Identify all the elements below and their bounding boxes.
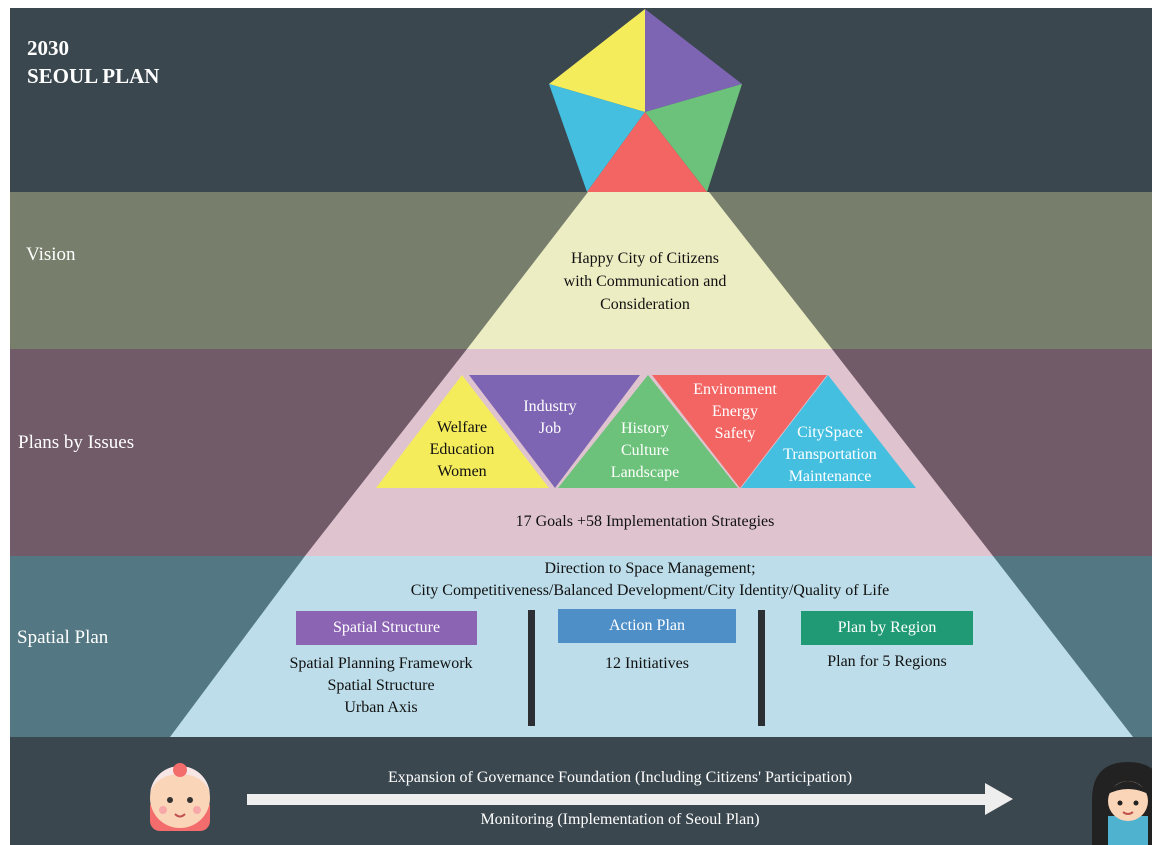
history-line: History (621, 420, 669, 437)
structure-item: Urban Axis (344, 699, 418, 716)
spatial-direction: Direction to Space Management; City Comp… (330, 558, 970, 602)
direction-line: Direction to Space Management; (544, 560, 756, 577)
column-divider (528, 610, 535, 726)
page-title: 2030 SEOUL PLAN (27, 34, 159, 90)
welfare-triangle (376, 375, 549, 488)
plan-by-region-items: Plan for 5 Regions (791, 651, 983, 673)
column-divider (758, 610, 765, 726)
action-plan-items: 12 Initiatives (558, 653, 736, 675)
pyramid-spatial-tier (170, 556, 1133, 737)
issues-summary: 17 Goals +58 Implementation Strategies (515, 513, 775, 530)
history-triangle (558, 375, 738, 488)
industry-triangle (469, 375, 640, 488)
arrow-right-icon (247, 783, 1013, 815)
industry-line: Job (538, 420, 562, 437)
environment-line: Environment (693, 381, 777, 398)
cityspace-line: CitySpace (797, 424, 863, 441)
pyramid-vision-tier (467, 192, 832, 349)
structure-item: Spatial Planning Framework (289, 655, 473, 672)
environment-line: Safety (714, 425, 756, 442)
history-line: Landscape (610, 464, 680, 481)
cityspace-line: Maintenance (788, 468, 872, 485)
title-year: 2030 (27, 36, 69, 60)
level-label-issues: Plans by Issues (18, 432, 135, 453)
baby-avatar-icon (150, 763, 210, 831)
plan-by-region-box: Plan by Region (801, 611, 973, 645)
welfare-line: Education (429, 441, 495, 458)
environment-line: Energy (712, 403, 758, 420)
action-plan-box: Action Plan (558, 609, 736, 643)
cityspace-label: CitySpace Transportation Maintenance (765, 422, 895, 488)
industry-line: Industry (523, 398, 577, 415)
environment-triangle (652, 375, 827, 488)
region-item: Plan for 5 Regions (827, 653, 947, 670)
governance-text: Expansion of Governance Foundation (Incl… (387, 769, 853, 786)
vision-statement: Happy City of Citizens with Communicatio… (520, 247, 770, 316)
history-line: Culture (621, 442, 669, 459)
welfare-label: Welfare Education Women (402, 417, 522, 483)
pentagon-emblem-icon (549, 9, 742, 192)
vision-line: Happy City of Citizens (571, 250, 719, 267)
vision-line: Consideration (600, 296, 690, 313)
cityspace-line: Transportation (783, 446, 877, 463)
level-label-spatial: Spatial Plan (17, 627, 109, 648)
vision-line: with Communication and (563, 273, 727, 290)
cityspace-triangle (741, 375, 916, 488)
environment-label: Environment Energy Safety (670, 379, 800, 445)
action-item: 12 Initiatives (605, 655, 689, 672)
structure-item: Spatial Structure (327, 677, 435, 694)
monitoring-text: Monitoring (Implementation of Seoul Plan… (480, 811, 760, 828)
level-label-vision: Vision (26, 244, 76, 265)
spatial-structure-box: Spatial Structure (296, 611, 477, 645)
history-label: History Culture Landscape (590, 418, 700, 484)
woman-avatar-icon (1092, 762, 1152, 845)
welfare-line: Women (437, 463, 487, 480)
spatial-structure-items: Spatial Planning Framework Spatial Struc… (266, 653, 496, 719)
welfare-line: Welfare (436, 419, 488, 436)
title-name: SEOUL PLAN (27, 64, 160, 88)
direction-line: City Competitiveness/Balanced Developmen… (410, 582, 890, 599)
industry-label: Industry Job (495, 396, 605, 440)
